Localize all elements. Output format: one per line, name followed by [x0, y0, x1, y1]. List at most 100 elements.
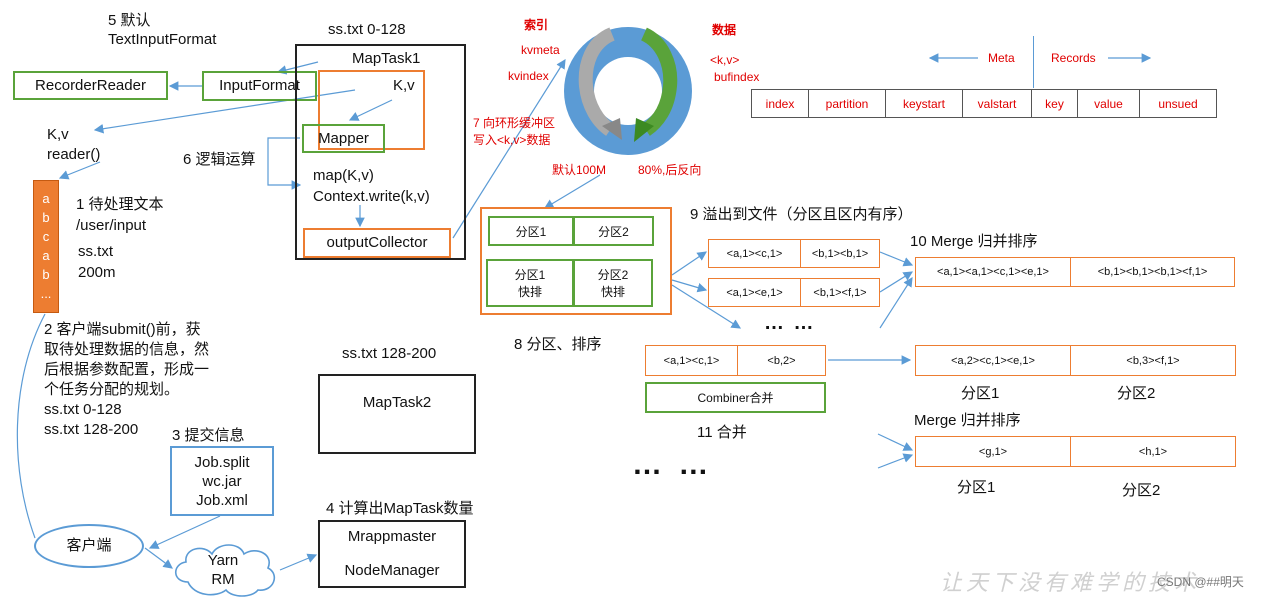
comb-out-cell1: <a,2><c,1><e,1> [915, 345, 1071, 376]
kv-reader-label: K,v [47, 126, 69, 143]
spill-row2-cell1: <a,1><e,1> [708, 278, 801, 307]
wc-jar-file: wc.jar [202, 472, 242, 490]
merge10-label: 10 Merge 归并排序 [910, 233, 1038, 250]
file-char: b [42, 210, 50, 225]
sort1-title: 分区1 [514, 268, 546, 282]
arrow-dots-merge [879, 276, 913, 329]
meta-cell-value: value [1077, 89, 1140, 118]
arrow-kv-to-mapper [348, 99, 393, 121]
file-bar: a b c a b ... [33, 180, 59, 313]
submit-line: 2 客户端submit()前，获 [44, 321, 201, 338]
arrow-row2-merge [879, 271, 914, 293]
mapper-label: Mapper [318, 129, 369, 147]
meta-cell-keystart: keystart [885, 89, 963, 118]
spill-more-dots: … … [764, 312, 816, 334]
client-ellipse: 客户端 [34, 524, 144, 568]
comb-row-cell1: <a,1><c,1> [645, 345, 738, 376]
meta-cell-partition: partition [808, 89, 886, 118]
ring-kvmeta-label: kvmeta [521, 43, 560, 57]
final-row-cell1: <g,1> [915, 436, 1071, 467]
meta-cell-unsued: unsued [1139, 89, 1217, 118]
arrow-yarn-master [279, 553, 318, 571]
sort1-cell: 分区1 快排 [486, 259, 574, 307]
ring-kv-label: <k,v> [710, 53, 740, 67]
sort2-sub: 快排 [600, 285, 625, 299]
merge-label: Merge 归并排序 [914, 412, 1021, 429]
comb-out-partition2: 分区2 [1117, 385, 1156, 402]
arrow-final-1 [877, 433, 914, 451]
file-name: ss.txt [78, 243, 114, 260]
mapper-box: Mapper [302, 124, 385, 153]
mrappmaster-label: Mrappmaster [347, 528, 437, 545]
ring-index-label: 索引 [524, 18, 549, 32]
sort2-cell: 分区2 快排 [573, 259, 653, 307]
combine11-label: 11 合并 [697, 424, 747, 441]
file-char: a [42, 191, 50, 206]
arrow-reader-to-file [58, 161, 101, 180]
sort1-sub: 快排 [517, 285, 542, 299]
maptask1-title: MapTask1 [352, 50, 421, 67]
yarn-cloud [174, 544, 276, 597]
partition2-cell: 分区2 [573, 216, 654, 246]
submit-line: 个任务分配的规划。 [44, 381, 180, 398]
spill-row1-cell1: <a,1><c,1> [708, 239, 801, 268]
context-write-label: Context.write(k,v) [313, 188, 430, 205]
ring-bufindex-label: bufindex [714, 70, 760, 84]
ring-kvindex-label: kvindex [508, 69, 549, 83]
default-number-label: 5 默认 [108, 12, 151, 29]
calc-maptask-label: 4 计算出MapTask数量 [326, 500, 474, 517]
comb-out-cell2: <b,3><f,1> [1070, 345, 1236, 376]
input-format-box: InputFormat [202, 71, 317, 101]
maptask2-box: MapTask2 [318, 374, 476, 454]
nodemanager-label: NodeManager [344, 562, 440, 579]
output-collector-box: outputCollector [303, 228, 451, 258]
output-collector-label: outputCollector [326, 234, 428, 251]
arrow-row1-merge [879, 251, 914, 267]
job-xml-file: Job.xml [196, 491, 248, 509]
submit-description: 2 客户端submit()前，获 取待处理数据的信息，然 后根据参数配置，形成一… [44, 320, 209, 400]
meta-cell-key: key [1031, 89, 1078, 118]
submit-line: 取待处理数据的信息，然 [44, 341, 210, 358]
partition1-cell: 分区1 [488, 216, 574, 246]
maptask1-range: ss.txt 0-128 [328, 21, 406, 38]
reader-fn-label: reader() [47, 146, 101, 163]
final-row-cell2: <h,1> [1070, 436, 1236, 467]
final-partition2: 分区2 [1122, 482, 1161, 499]
recorder-reader-label: RecorderReader [35, 76, 146, 94]
arrow-kv-to-reader [93, 89, 356, 134]
file-title: 1 待处理文本 [76, 196, 164, 213]
ring-reverse-label: 80%,后反向 [638, 163, 702, 177]
job-files-box: Job.split wc.jar Job.xml [170, 446, 274, 516]
arrow-client-yarn [144, 547, 173, 569]
meta-cell-index: index [751, 89, 809, 118]
file-char: b [42, 267, 50, 282]
default-format-label: TextInputFormat [108, 31, 217, 48]
ring-data-label: 数据 [712, 23, 737, 37]
sort2-title: 分区2 [597, 268, 629, 282]
job-split-file: Job.split [194, 453, 250, 471]
records-label: Records [1051, 51, 1096, 65]
partition-sort-label: 8 分区、排序 [514, 336, 602, 353]
comb-out-partition1: 分区1 [961, 385, 1000, 402]
ring-buffer [564, 27, 692, 155]
csdn-credit: CSDN @##明天 [1157, 575, 1244, 589]
submit-line: 后根据参数配置，形成一 [44, 361, 210, 378]
file-char: a [42, 248, 50, 263]
yarn-label: Yarn [207, 552, 239, 569]
meta-divider [1033, 36, 1034, 88]
merge-row-cell2: <b,1><b,1><b,1><f,1> [1070, 257, 1235, 287]
file-char: c [42, 229, 50, 244]
arrow-p-row1 [671, 251, 707, 276]
recorder-reader-box: RecorderReader [13, 71, 168, 100]
input-format-label: InputFormat [219, 77, 300, 94]
maptask1-box [295, 44, 466, 260]
logic-label: 6 逻辑运算 [183, 151, 256, 168]
more-dots: … … [632, 448, 713, 481]
ring-write-label-2: 写入<k,v>数据 [473, 133, 551, 147]
rm-label: RM [211, 571, 235, 588]
arrow-mapper-logic [267, 137, 302, 190]
split-2-label: ss.txt 128-200 [44, 421, 139, 438]
merge-row-cell1: <a,1><a,1><c,1><e,1> [915, 257, 1071, 287]
file-path: /user/input [76, 217, 147, 234]
meta-cell-valstart: valstart [962, 89, 1032, 118]
